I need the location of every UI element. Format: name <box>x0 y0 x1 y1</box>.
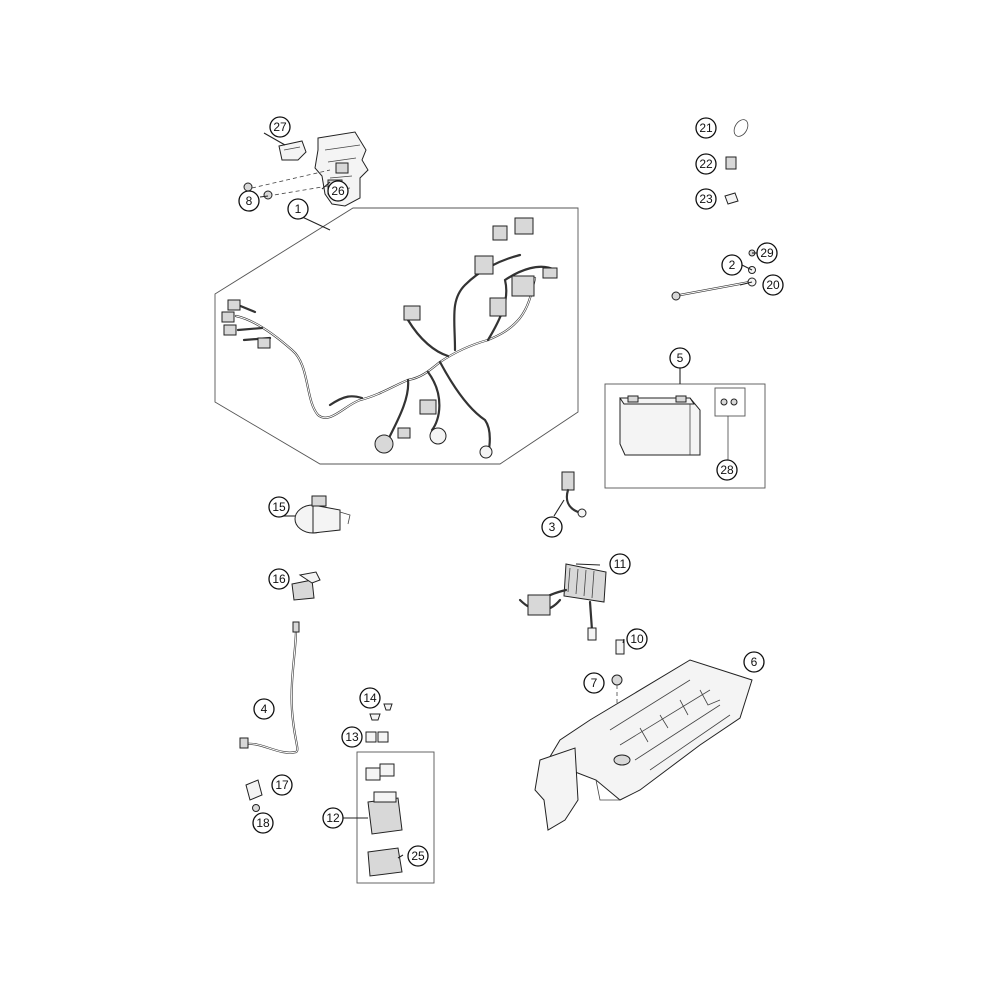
callout-26: 26 <box>327 180 349 202</box>
callout-1: 1 <box>287 198 309 220</box>
svg-text:1: 1 <box>295 202 302 216</box>
svg-text:4: 4 <box>261 702 268 716</box>
battery <box>619 395 701 456</box>
voltage-regulator <box>518 563 607 641</box>
svg-text:18: 18 <box>256 816 270 830</box>
svg-text:16: 16 <box>272 572 286 586</box>
svg-text:11: 11 <box>614 557 627 571</box>
callout-15: 15 <box>268 496 290 518</box>
fuse-small <box>369 713 381 721</box>
nut-7 <box>611 674 623 686</box>
callout-5: 5 <box>669 347 691 369</box>
svg-text:8: 8 <box>246 194 253 208</box>
svg-text:10: 10 <box>630 632 644 646</box>
ground-cable <box>671 249 757 301</box>
svg-text:20: 20 <box>766 278 780 292</box>
callout-25: 25 <box>407 845 429 867</box>
svg-text:26: 26 <box>331 184 345 198</box>
callout-18: 18 <box>252 812 274 834</box>
callout-27: 27 <box>269 116 291 138</box>
callout-12: 12 <box>322 807 344 829</box>
svg-text:25: 25 <box>411 849 425 863</box>
callout-11: 11 <box>609 553 631 575</box>
callout-4: 4 <box>253 698 275 720</box>
wiring-harness <box>221 217 558 459</box>
svg-text:7: 7 <box>591 676 598 690</box>
callout-2: 2 <box>721 254 743 276</box>
fuse <box>615 639 625 655</box>
leader-lines <box>259 132 757 859</box>
svg-text:2: 2 <box>729 258 736 272</box>
callout-23: 23 <box>695 188 717 210</box>
svg-text:27: 27 <box>273 120 287 134</box>
callout-7: 7 <box>583 672 605 694</box>
callout-16: 16 <box>268 568 290 590</box>
callout-8: 8 <box>238 190 260 212</box>
callout-21: 21 <box>695 117 717 139</box>
callout-3: 3 <box>541 516 563 538</box>
svg-text:13: 13 <box>345 730 359 744</box>
battery-tray <box>534 659 753 831</box>
callout-13: 13 <box>341 726 363 748</box>
svg-text:12: 12 <box>326 811 340 825</box>
small-parts-top-right <box>724 119 749 205</box>
callout-20: 20 <box>762 274 784 296</box>
battery-cable <box>239 621 300 754</box>
svg-text:5: 5 <box>677 351 684 365</box>
callout-14: 14 <box>359 687 381 709</box>
callout-10: 10 <box>626 628 648 650</box>
harness-outline <box>214 207 579 465</box>
relay <box>291 571 321 601</box>
svg-text:29: 29 <box>760 246 774 260</box>
svg-text:15: 15 <box>272 500 286 514</box>
svg-text:17: 17 <box>275 778 289 792</box>
callout-6: 6 <box>743 651 765 673</box>
svg-text:23: 23 <box>699 192 713 206</box>
fuse-cover <box>365 731 377 743</box>
screw-set-box <box>714 387 746 417</box>
svg-text:3: 3 <box>549 520 556 534</box>
svg-text:22: 22 <box>699 157 713 171</box>
svg-text:14: 14 <box>363 691 377 705</box>
svg-text:21: 21 <box>699 121 713 135</box>
battery-box <box>604 383 766 489</box>
holder-bracket-assembly <box>243 131 369 207</box>
callout-29: 29 <box>756 242 778 264</box>
svg-text:6: 6 <box>751 655 758 669</box>
svg-text:28: 28 <box>720 463 734 477</box>
rubber-cap <box>245 779 263 801</box>
ignition-coil <box>294 495 351 534</box>
starter-relay <box>365 763 403 877</box>
callout-22: 22 <box>695 153 717 175</box>
nut-18 <box>252 804 260 812</box>
callout-17: 17 <box>271 774 293 796</box>
callout-28: 28 <box>716 459 738 481</box>
connector-cable <box>561 471 587 518</box>
